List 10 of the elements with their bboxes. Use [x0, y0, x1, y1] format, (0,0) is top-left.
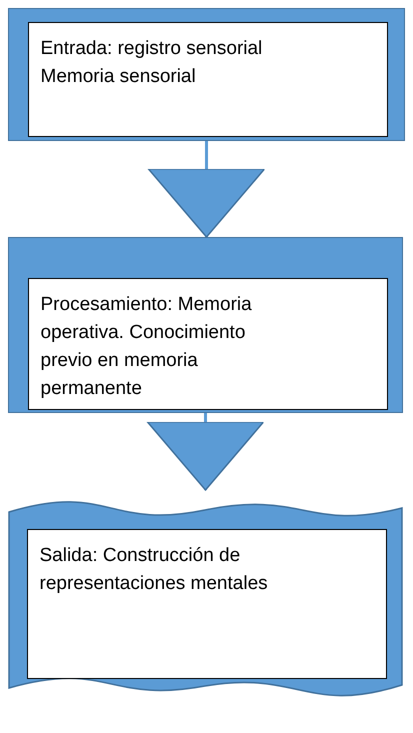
- stage-text: Salida: Construcción de representaciones mentales: [40, 544, 269, 596]
- text-box: [28, 22, 388, 136]
- block-arrow: [146, 413, 264, 491]
- text-box: [26, 528, 386, 678]
- block-arrow-panel: [8, 237, 403, 413]
- stage-text: Procesamiento: Memoria operativa. Conocimiento previo en memoria permanente: [40, 292, 253, 400]
- block-arrow: [148, 141, 266, 238]
- text-box: [28, 278, 388, 410]
- stage-text: Entrada: registro sensorial Memoria sensorial: [40, 36, 264, 88]
- block-arrow-panel: [8, 8, 405, 141]
